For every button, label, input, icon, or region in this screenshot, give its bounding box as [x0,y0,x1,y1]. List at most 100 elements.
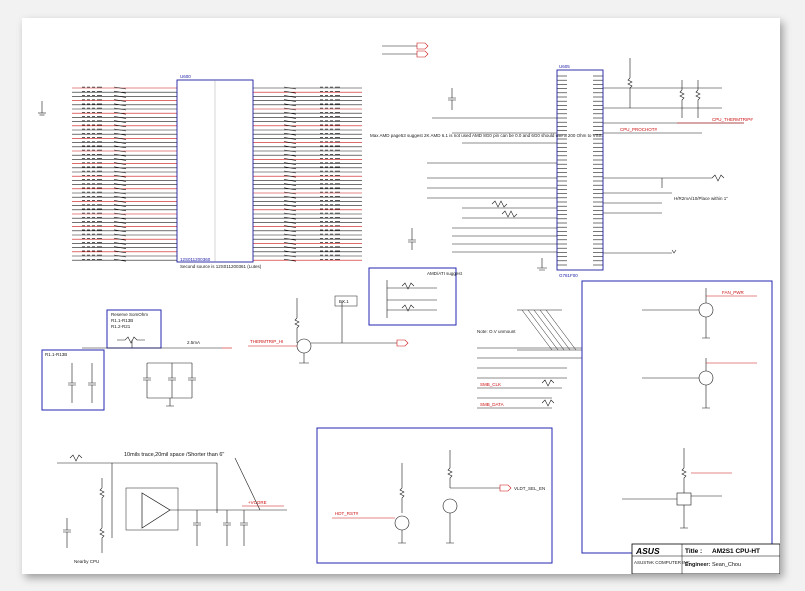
chip-left-bus-lines-2 [427,197,557,219]
cpu-right-series-resistor [283,107,297,111]
transistor-ground [299,353,309,364]
cpu-right-series-resistor [283,166,297,170]
cpu-right-series-resistor [283,250,297,254]
cpu-right-series-resistor [283,187,297,191]
cpu-right-series-resistor [283,111,297,115]
cpu-left-series-resistor [113,229,127,233]
output-cap-2 [223,510,231,546]
engineer-value: Sean_Chou [712,562,741,568]
cpu-left-series-resistor [113,158,127,161]
cpu-right-series-resistor [283,103,297,107]
ldo-rail [82,340,222,349]
ex-label-box [334,295,358,307]
cpu-right-series-resistor [283,216,297,220]
smb-resistors [541,379,555,407]
cpu-right-series-resistor [283,233,297,237]
thermal-sense-trace [603,174,725,188]
cpu-left-series-resistor [113,99,127,102]
mosfet-switch-box [316,427,553,564]
fan-mosfet-1-wires [642,288,710,339]
pullup-resistor-1 [627,58,633,108]
trace-note-leader [234,457,261,511]
vcore-label: +VCORE [248,500,267,505]
thermal-placement-note: H/R2mA/10/Place within 1" [674,196,728,201]
thermtrip-input-label: THERMTRIP_HI [250,339,283,344]
fan-mosfet-2 [698,370,714,386]
cpu-right-series-resistor [283,162,297,165]
ex-pullup-resistor [294,298,300,343]
bottom-left-cap [63,518,71,548]
title-label: Title : [685,548,702,555]
decoupling-cap-2 [408,228,416,250]
cpu-right-series-resistor [283,149,297,153]
cpu-right-series-resistor [283,120,297,123]
ldo-cap-2 [168,363,176,398]
cpu-right-series-resistor [283,170,297,174]
cpu-left-series-resistor [113,132,127,136]
cpu-left-series-resistor [113,179,127,182]
cpu-left-series-resistor [113,200,127,203]
series-resistors [491,200,518,218]
cpu-left-series-resistor [113,208,127,212]
cpu-left-series-resistor [113,174,127,178]
net-flag-1 [416,42,429,50]
cpu-right-series-resistor [283,116,297,119]
cpu-right-series-resistor [283,246,297,249]
cpu-right-series-resistor [283,258,297,262]
amd-ati-suggest-box [368,267,457,326]
cpu-left-series-resistor [113,225,127,228]
cpu-left-series-resistor [113,86,127,90]
opamp-box [125,487,179,531]
amd-note-text: Max AMD page53 suggest 2K AMD 6.1 is not… [370,133,603,138]
cpu-left-series-resistor [113,128,127,132]
chip-right-bus-lines-2 [603,192,672,214]
transistor-q [296,338,312,354]
net-flag-2 [416,50,429,58]
cpu-right-series-resistor [283,158,297,161]
vid-sel-label: VLDT_SEL_EN [514,486,545,491]
fan-pullup [681,448,687,493]
cpu-right-series-resistor [283,153,297,157]
fan-sense-wires [622,495,722,500]
cpu-thermtrip-label: CPU_THERMTRIP# [712,117,753,122]
cpu-left-series-resistor [113,258,127,262]
right-chip-ref: U605 [559,64,570,69]
mid-right-bus-lines [477,347,582,379]
amd-ati-suggest-label: AMD/ATI suggest [427,271,463,276]
engineer-label: Engineer: [685,562,711,568]
ldo-left-box [41,349,105,411]
mid-right-bus-lines-2 [477,387,562,409]
opamp-supply-wires [57,462,218,538]
cpu-left-series-resistor [113,254,127,258]
smbclk-label: SMB_CLK [480,382,501,387]
cpu-left-series-resistor [113,90,127,94]
ldo-cap-bus [147,362,192,407]
cpu-right-series-resistor [283,137,297,140]
cpu-left-series-resistor [113,107,127,111]
ov-unmount-note: Note: O.V unmount [477,329,516,334]
prochot-label: CPU_PROCHOT# [620,127,658,132]
amd-suggest-resistors [401,282,415,312]
cpu-right-pin-rows [253,86,362,262]
cpu-left-series-resistor [113,166,127,170]
smbdata-label: SMB_DATA [480,402,504,407]
mosfet-grounds [398,513,454,544]
ldo-left-label: R1.1-R13B [45,352,67,357]
resistor-array [517,309,582,351]
mosfet-q1 [394,515,410,531]
decoupling-cap [448,88,456,110]
schematic-sheet: U600 12S011200360 Second source is 12S01… [22,18,780,574]
cpu-left-series-resistor [113,116,127,119]
cpu-right-series-resistor [283,229,297,233]
fan-sense-ground [680,505,688,529]
cpu-left-series-resistor [113,183,127,186]
cpu-right-series-resistor [283,195,297,199]
fan-mosfet-2-wires [642,358,710,409]
cpu-right-series-resistor [283,212,297,216]
cpu-left-series-resistor [113,237,127,241]
ldo-option-b: R1.2-R21 [111,324,131,329]
cpu-left-series-resistor [113,137,127,140]
fan-drive-traces [706,295,757,364]
pullup-resistor-2 [679,80,685,118]
cpu-left-series-resistor [113,233,127,237]
